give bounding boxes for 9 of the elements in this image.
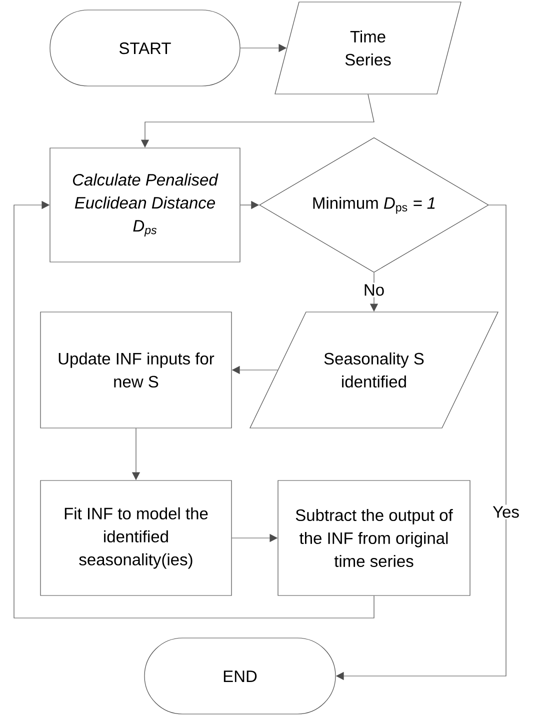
process-box: Update INF inputs for new S [40,312,232,428]
data-parallelogram: Time Series [274,2,462,94]
process-box: Subtract the output of the INF from original time series [278,480,470,596]
edge-label: No [362,282,386,298]
process-box: Calculate Penalised Euclidean Distance D$_{ps}$ [50,148,240,262]
data-parallelogram: Seasonality S identified [250,312,498,428]
edge-label: Yes [491,504,521,520]
process-box: Fit INF to model the identified seasonality(ies) [40,480,232,596]
arrow [14,200,374,618]
